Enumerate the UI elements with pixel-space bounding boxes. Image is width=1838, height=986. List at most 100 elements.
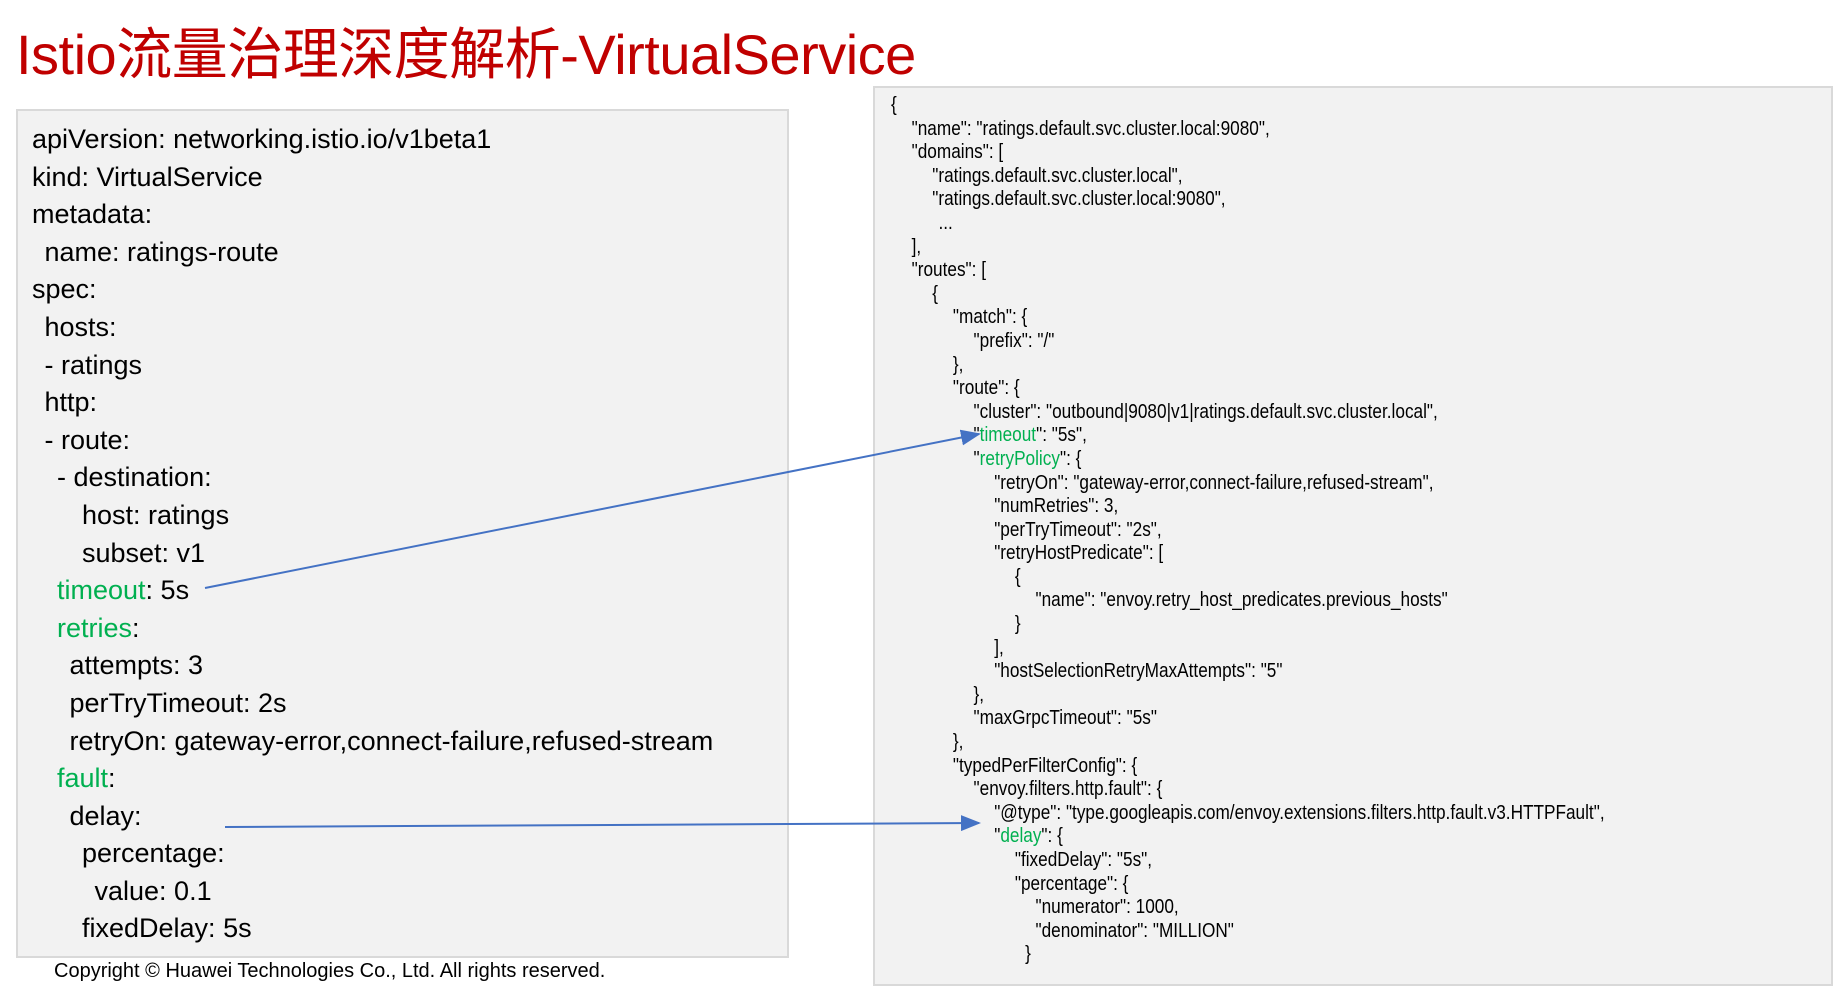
code-line: "numerator": 1000, bbox=[891, 896, 1605, 920]
code-line: "denominator": "MILLION" bbox=[891, 920, 1605, 944]
code-line: "@type": "type.googleapis.com/envoy.exte… bbox=[891, 801, 1605, 826]
code-text: { bbox=[932, 282, 939, 305]
code-line: } bbox=[891, 613, 1605, 637]
code-text: delay: bbox=[69, 800, 142, 831]
code-text: "prefix": "/" bbox=[973, 329, 1055, 352]
code-text: http: bbox=[44, 387, 98, 418]
code-line: name: ratings-route bbox=[32, 234, 713, 272]
code-text: "typedPerFilterConfig": { bbox=[952, 754, 1138, 777]
code-line: }, bbox=[891, 684, 1605, 708]
code-line: fault: bbox=[32, 760, 713, 798]
code-line: "match": { bbox=[891, 306, 1605, 330]
code-text: ... bbox=[938, 211, 953, 234]
code-line: subset: v1 bbox=[32, 535, 713, 573]
code-line: "routes": [ bbox=[891, 259, 1605, 283]
code-text: "denominator": "MILLION" bbox=[1035, 919, 1234, 942]
code-text: subset: v1 bbox=[82, 537, 206, 568]
code-line: retries: bbox=[32, 610, 713, 648]
code-line: spec: bbox=[32, 271, 713, 309]
code-text: percentage: bbox=[82, 838, 225, 869]
code-text: "numRetries": 3, bbox=[994, 495, 1119, 518]
highlighted-key: retryPolicy bbox=[979, 447, 1060, 470]
code-line: { bbox=[891, 94, 1605, 118]
code-line: "domains": [ bbox=[891, 141, 1605, 165]
code-text: : 5s bbox=[145, 575, 190, 606]
code-text: ": { bbox=[1059, 447, 1082, 470]
code-line: fixedDelay: 5s bbox=[32, 910, 713, 948]
code-text: ": { bbox=[1041, 825, 1063, 848]
code-text: } bbox=[1025, 943, 1031, 966]
code-line: kind: VirtualService bbox=[32, 159, 713, 197]
code-line: "maxGrpcTimeout": "5s" bbox=[891, 707, 1605, 731]
code-line: delay: bbox=[32, 798, 713, 836]
code-line: "percentage": { bbox=[891, 873, 1605, 897]
code-line: "retryPolicy": { bbox=[891, 448, 1605, 472]
code-text: "percentage": { bbox=[1014, 872, 1129, 895]
yaml-code: apiVersion: networking.istio.io/v1beta1 k… bbox=[32, 121, 713, 948]
code-line: "ratings.default.svc.cluster.local", bbox=[891, 165, 1605, 189]
code-text: value: 0.1 bbox=[94, 875, 212, 906]
code-line: "timeout": "5s", bbox=[891, 424, 1605, 448]
code-text: : bbox=[132, 612, 140, 643]
code-line: percentage: bbox=[32, 835, 713, 873]
code-text: "name": "ratings.default.svc.cluster.loc… bbox=[911, 117, 1270, 140]
code-text: } bbox=[1014, 613, 1021, 636]
code-text: "ratings.default.svc.cluster.local", bbox=[932, 164, 1183, 187]
code-line: { bbox=[891, 283, 1605, 307]
code-line: "numRetries": 3, bbox=[891, 495, 1605, 519]
code-text: "numerator": 1000, bbox=[1035, 896, 1179, 919]
code-text: hosts: bbox=[44, 311, 117, 342]
code-text: metadata: bbox=[32, 199, 153, 230]
code-text: "retryHostPredicate": [ bbox=[994, 542, 1164, 565]
code-line: ... bbox=[891, 212, 1605, 236]
code-text: - ratings bbox=[44, 349, 143, 380]
code-text: }, bbox=[952, 353, 964, 376]
code-text: { bbox=[1014, 565, 1021, 588]
code-text: "match": { bbox=[952, 306, 1028, 329]
code-text: spec: bbox=[32, 274, 97, 305]
code-text: apiVersion: networking.istio.io/v1beta1 bbox=[32, 124, 492, 154]
code-line: hosts: bbox=[32, 309, 713, 347]
code-text: "route": { bbox=[952, 377, 1020, 400]
code-line: "typedPerFilterConfig": { bbox=[891, 755, 1605, 779]
code-line: perTryTimeout: 2s bbox=[32, 685, 713, 723]
code-line: "cluster": "outbound|9080|v1|ratings.def… bbox=[891, 401, 1605, 425]
code-line: "name": "ratings.default.svc.cluster.loc… bbox=[891, 118, 1605, 142]
code-line: } bbox=[891, 943, 1605, 967]
code-line: "ratings.default.svc.cluster.local:9080"… bbox=[891, 188, 1605, 212]
code-text: "hostSelectionRetryMaxAttempts": "5" bbox=[994, 660, 1283, 683]
code-line: ], bbox=[891, 637, 1605, 661]
json-code: { "name": "ratings.default.svc.cluster.lo… bbox=[891, 94, 1721, 967]
code-line: host: ratings bbox=[32, 497, 713, 535]
code-line: "perTryTimeout": "2s", bbox=[891, 519, 1605, 543]
code-text: "@type": "type.googleapis.com/envoy.exte… bbox=[994, 801, 1605, 824]
code-line: }, bbox=[891, 354, 1605, 378]
code-text: "perTryTimeout": "2s", bbox=[994, 518, 1162, 541]
code-line: apiVersion: networking.istio.io/v1beta1 bbox=[32, 121, 713, 159]
slide-title: Istio流量治理深度解析-VirtualService bbox=[16, 23, 916, 86]
code-line: ], bbox=[891, 236, 1605, 260]
highlighted-key: fault bbox=[57, 763, 109, 794]
code-line: "name": "envoy.retry_host_predicates.pre… bbox=[891, 589, 1605, 613]
code-text: }, bbox=[973, 683, 985, 706]
code-line: - route: bbox=[32, 422, 713, 460]
code-text: ], bbox=[911, 235, 922, 258]
code-line: "route": { bbox=[891, 377, 1605, 401]
code-line: http: bbox=[32, 384, 713, 422]
code-text: "domains": [ bbox=[911, 141, 1004, 164]
highlighted-key: timeout bbox=[57, 575, 146, 606]
code-text: retryOn: gateway-error,connect-failure,r… bbox=[69, 725, 714, 756]
code-text: - route: bbox=[44, 424, 131, 455]
code-line: "retryOn": "gateway-error,connect-failur… bbox=[891, 472, 1605, 496]
code-text: perTryTimeout: 2s bbox=[69, 687, 287, 718]
code-line: "fixedDelay": "5s", bbox=[891, 849, 1605, 873]
code-line: attempts: 3 bbox=[32, 647, 713, 685]
code-text: { bbox=[891, 94, 897, 116]
code-line: "prefix": "/" bbox=[891, 330, 1605, 354]
code-line: value: 0.1 bbox=[32, 873, 713, 911]
code-line: }, bbox=[891, 731, 1605, 755]
copyright-footer: Copyright © Huawei Technologies Co., Ltd… bbox=[54, 960, 606, 982]
code-text: host: ratings bbox=[82, 499, 230, 530]
code-line: "retryHostPredicate": [ bbox=[891, 542, 1605, 566]
code-text: "maxGrpcTimeout": "5s" bbox=[973, 707, 1157, 730]
